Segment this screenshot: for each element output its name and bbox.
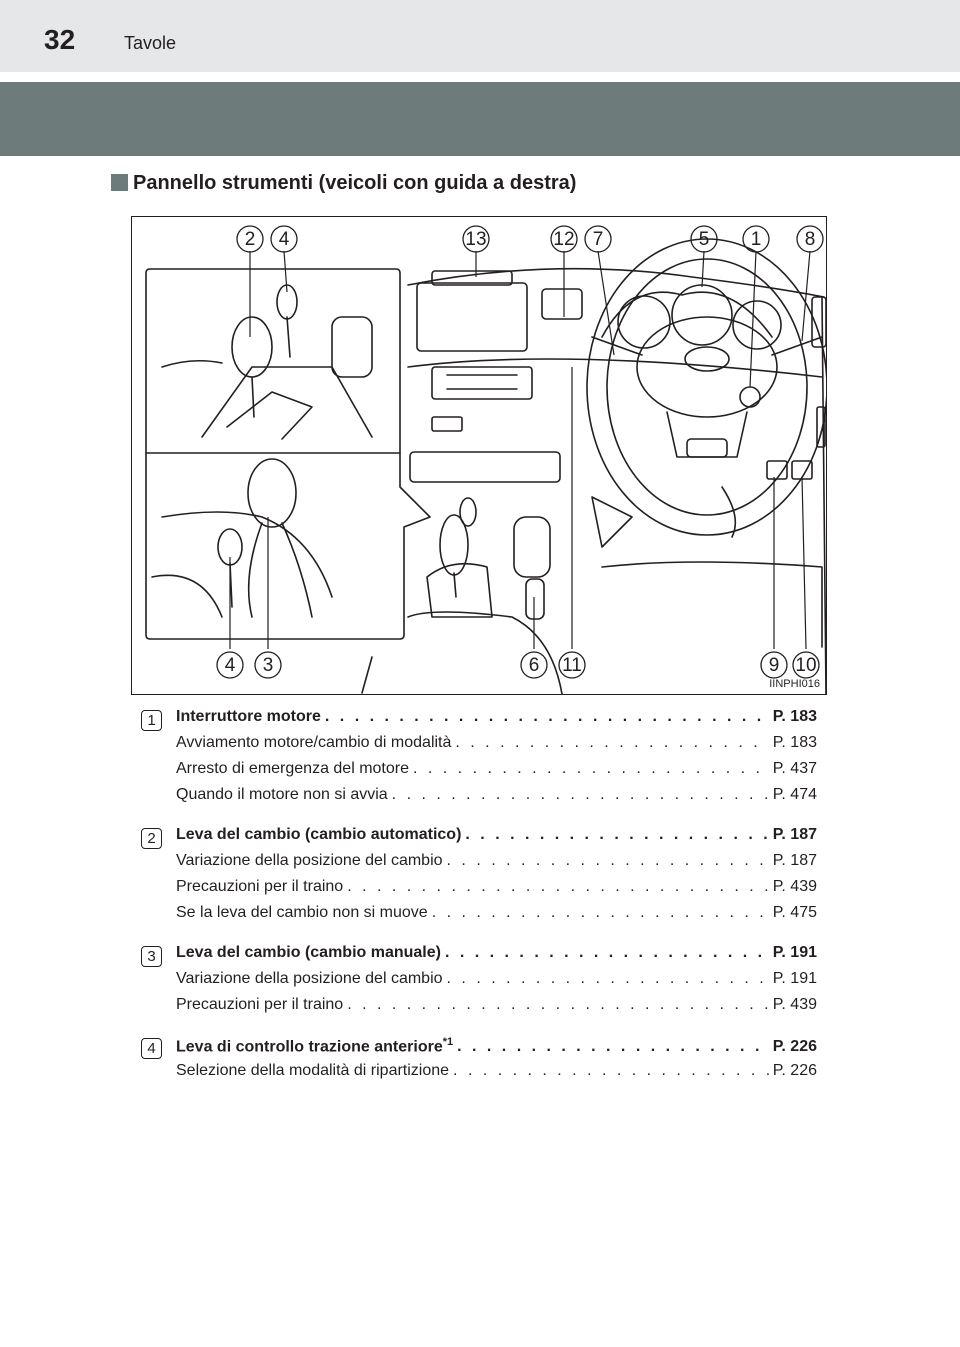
entry-item-label: Quando il motore non si avvia (176, 786, 388, 803)
entry-item-label: Variazione della posizione del cambio (176, 970, 443, 987)
page-reference: P. 226 (772, 1038, 817, 1056)
page-reference: P. 187 (772, 826, 817, 843)
page-reference: P. 439 (772, 996, 817, 1013)
list-item: 1 Interruttore motore P. 183 Avviamento … (141, 708, 817, 812)
footnote-marker: *1 (442, 1036, 454, 1048)
callout-bottom: 11 (562, 655, 582, 676)
leader-dots (455, 734, 768, 752)
callout-top: 13 (465, 229, 486, 250)
list-item: 4 Leva di controllo trazione anteriore*1… (141, 1036, 817, 1088)
entry-item[interactable]: Avviamento motore/cambio di modalità P. … (176, 734, 817, 760)
entry-item-label: Precauzioni per il traino (176, 996, 344, 1013)
callout-bottom: 9 (769, 655, 780, 676)
entry-heading[interactable]: Interruttore motore P. 183 (176, 708, 817, 734)
page-reference: P. 183 (772, 734, 817, 751)
entry-heading[interactable]: Leva di controllo trazione anteriore*1 P… (176, 1036, 817, 1062)
section-title: Pannello strumenti (veicoli con guida a … (133, 172, 577, 194)
callout-top: 8 (805, 229, 816, 250)
entry-heading[interactable]: Leva del cambio (cambio automatico) P. 1… (176, 826, 817, 852)
leader-dots (325, 708, 769, 726)
callout-top: 2 (245, 229, 256, 250)
instrument-panel-figure: 2 4 13 12 7 5 1 8 4 3 6 11 9 10 IINPHI (131, 216, 827, 695)
entry-item[interactable]: Variazione della posizione del cambio P.… (176, 970, 817, 996)
callout-top: 5 (699, 229, 710, 250)
list-item: 2 Leva del cambio (cambio automatico) P.… (141, 826, 817, 930)
section-marker-icon (111, 174, 128, 191)
entry-heading[interactable]: Leva del cambio (cambio manuale) P. 191 (176, 944, 817, 970)
page-reference: P. 474 (772, 786, 817, 803)
entry-heading-label: Leva del cambio (cambio automatico) (176, 826, 462, 843)
entry-item[interactable]: Variazione della posizione del cambio P.… (176, 852, 817, 878)
entry-heading-text: Leva di controllo trazione anteriore (176, 1038, 443, 1056)
entry-item-label: Selezione della modalità di ripartizione (176, 1062, 450, 1079)
callout-top: 12 (553, 229, 574, 250)
leader-dots (445, 944, 769, 962)
leader-dots (413, 760, 769, 778)
callout-bottom: 4 (225, 655, 236, 676)
chapter-title: Tavole (124, 33, 177, 53)
leader-dots (347, 878, 769, 896)
figure-code: IINPHI016 (769, 678, 820, 690)
entry-number: 1 (141, 710, 162, 731)
leader-dots (447, 970, 769, 988)
entry-heading-label: Interruttore motore (176, 708, 321, 725)
leader-dots (465, 826, 768, 844)
leader-dots (432, 904, 769, 922)
callout-top: 1 (751, 229, 762, 250)
entry-number: 3 (141, 946, 162, 967)
callout-bottom: 10 (795, 655, 816, 676)
entry-heading-label: Leva di controllo trazione anteriore*1 (176, 1036, 453, 1056)
instrument-panel-illustration: 2 4 13 12 7 5 1 8 4 3 6 11 9 10 (145, 225, 826, 694)
entry-item[interactable]: Selezione della modalità di ripartizione… (176, 1062, 817, 1088)
entry-list: 1 Interruttore motore P. 183 Avviamento … (141, 708, 817, 1102)
page-reference: P. 475 (772, 904, 817, 921)
page-header: 32 Tavole (0, 0, 960, 72)
callout-top: 4 (279, 229, 290, 250)
entry-item-label: Arresto di emergenza del motore (176, 760, 409, 777)
entry-heading-label: Leva del cambio (cambio manuale) (176, 944, 441, 961)
page-reference: P. 437 (772, 760, 817, 777)
entry-item[interactable]: Precauzioni per il traino P. 439 (176, 996, 817, 1022)
entry-item[interactable]: Arresto di emergenza del motore P. 437 (176, 760, 817, 786)
entry-item-label: Precauzioni per il traino (176, 878, 344, 895)
page-reference: P. 191 (772, 944, 817, 961)
list-item: 3 Leva del cambio (cambio manuale) P. 19… (141, 944, 817, 1022)
page-reference: P. 187 (772, 852, 817, 869)
entry-number: 2 (141, 828, 162, 849)
entry-item-label: Avviamento motore/cambio di modalità (176, 734, 452, 751)
leader-dots (347, 996, 769, 1014)
leader-dots (392, 786, 769, 804)
leader-dots (447, 852, 769, 870)
entry-item[interactable]: Precauzioni per il traino P. 439 (176, 878, 817, 904)
entry-item-label: Variazione della posizione del cambio (176, 852, 443, 869)
entry-item-label: Se la leva del cambio non si muove (176, 904, 428, 921)
page-reference: P. 183 (772, 708, 817, 725)
page-reference: P. 191 (772, 970, 817, 987)
entry-item[interactable]: Quando il motore non si avvia P. 474 (176, 786, 817, 812)
callout-bottom: 3 (263, 655, 274, 676)
callout-top: 7 (593, 229, 604, 250)
page-reference: P. 226 (772, 1062, 817, 1079)
entry-number: 4 (141, 1038, 162, 1059)
callout-bottom: 6 (529, 655, 540, 676)
leader-dots (453, 1062, 769, 1080)
page-reference: P. 439 (772, 878, 817, 895)
header-band (0, 82, 960, 156)
entry-item[interactable]: Se la leva del cambio non si muove P. 47… (176, 904, 817, 930)
page-number: 32 (44, 24, 76, 55)
leader-dots (457, 1038, 769, 1056)
